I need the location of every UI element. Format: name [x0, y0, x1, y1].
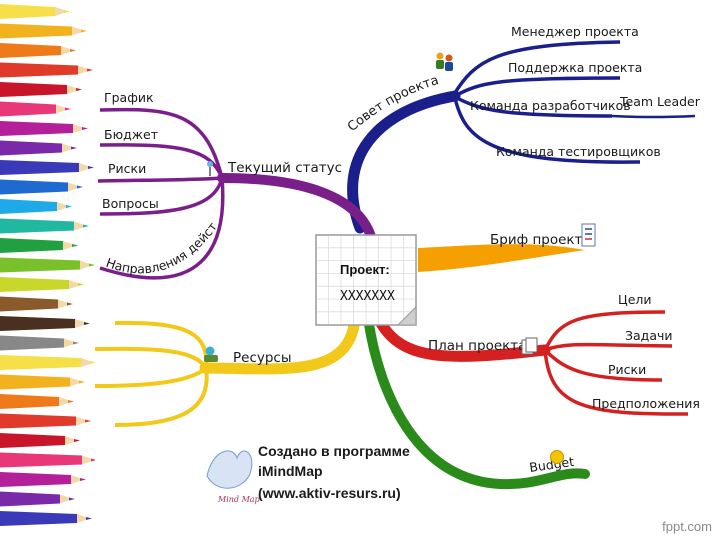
pencil: [0, 316, 90, 331]
watermark: fppt.com: [662, 519, 712, 534]
sovet-subchild-team-leader: Team Leader: [619, 94, 701, 109]
credit-line-1: Создано в программе: [258, 443, 410, 459]
branch-budget-line: [363, 313, 590, 490]
credit-line-3: (www.aktiv-resurs.ru): [258, 485, 401, 501]
pencil: [0, 394, 74, 409]
pencil: [0, 472, 86, 487]
pencil: [0, 238, 78, 253]
pencil: [0, 296, 73, 312]
pencil: [0, 121, 88, 136]
branch-status-label: Текущий статус: [227, 160, 342, 176]
branch-brief-label: Бриф проекта: [490, 232, 591, 248]
pencil: [0, 277, 84, 292]
branch-plan-label: План проекта: [428, 338, 526, 354]
status-child-4: Вопросы: [102, 196, 159, 211]
center-title: Проект:: [340, 262, 390, 277]
branch-resources: Ресурсы: [94, 312, 361, 427]
coin-icon: [550, 450, 564, 464]
status-child-2: Бюджет: [104, 127, 158, 142]
pencil: [0, 82, 82, 97]
pencil: [0, 62, 93, 78]
pencil: [0, 23, 87, 39]
pencils-decoration: [0, 4, 95, 526]
plan-child-1: Цели: [618, 292, 652, 307]
center-value: XXXXXXX: [340, 289, 395, 304]
center-grid: [317, 236, 415, 324]
branch-sovet: Совет проекта Менеджер проекта Поддержка…: [345, 24, 701, 234]
branch-brief-line: [418, 244, 585, 272]
credit-line-2: iMindMap: [258, 463, 323, 479]
pencil: [0, 4, 70, 19]
sovet-child-4: Команда тестировщиков: [496, 144, 661, 159]
pencil: [0, 511, 92, 526]
pencil: [0, 413, 91, 429]
pages-icon: [521, 337, 538, 355]
pencil: [0, 335, 79, 351]
resources-icon: [204, 346, 218, 362]
people-icon: [436, 52, 453, 71]
pencil: [0, 452, 95, 468]
pencil: [0, 160, 94, 175]
branch-budget: Budget: [363, 313, 590, 490]
branch-resources-label: Ресурсы: [233, 350, 292, 366]
branch-brief: Бриф проекта: [418, 223, 596, 272]
pencil: [0, 491, 75, 507]
sovet-child-3: Команда разработчиков: [470, 98, 631, 113]
credit-logo: Mind Map: [206, 450, 260, 504]
plan-child-3: Риски: [608, 362, 646, 377]
branch-status-line: [217, 173, 377, 245]
pencil: [0, 140, 77, 156]
pencil: [0, 218, 89, 234]
pencil: [0, 43, 76, 58]
sovet-child-1: Менеджер проекта: [511, 24, 639, 39]
branch-resources-line: [199, 312, 361, 375]
pin-icon: [207, 161, 213, 176]
plan-child-2: Задачи: [625, 328, 673, 343]
center-node: Проект: XXXXXXX: [315, 234, 417, 326]
sovet-child-2: Поддержка проекта: [508, 60, 642, 75]
pencil: [0, 199, 72, 214]
pencil: [0, 257, 95, 273]
pencil: [0, 374, 85, 390]
plan-child-4: Предположения: [592, 396, 700, 411]
branch-plan-line: [372, 312, 551, 362]
pencil: [0, 101, 71, 117]
branch-sovet-line: [347, 90, 461, 234]
status-child-1: График: [104, 90, 154, 105]
status-child-3: Риски: [108, 161, 146, 176]
pencil: [0, 355, 95, 370]
pencil: [0, 179, 83, 195]
pencil: [0, 433, 80, 448]
list-icon: [581, 223, 596, 247]
credit-logo-text: Mind Map: [217, 495, 260, 504]
branch-plan: План проекта Цели Задачи Риски Предполож…: [372, 292, 700, 416]
